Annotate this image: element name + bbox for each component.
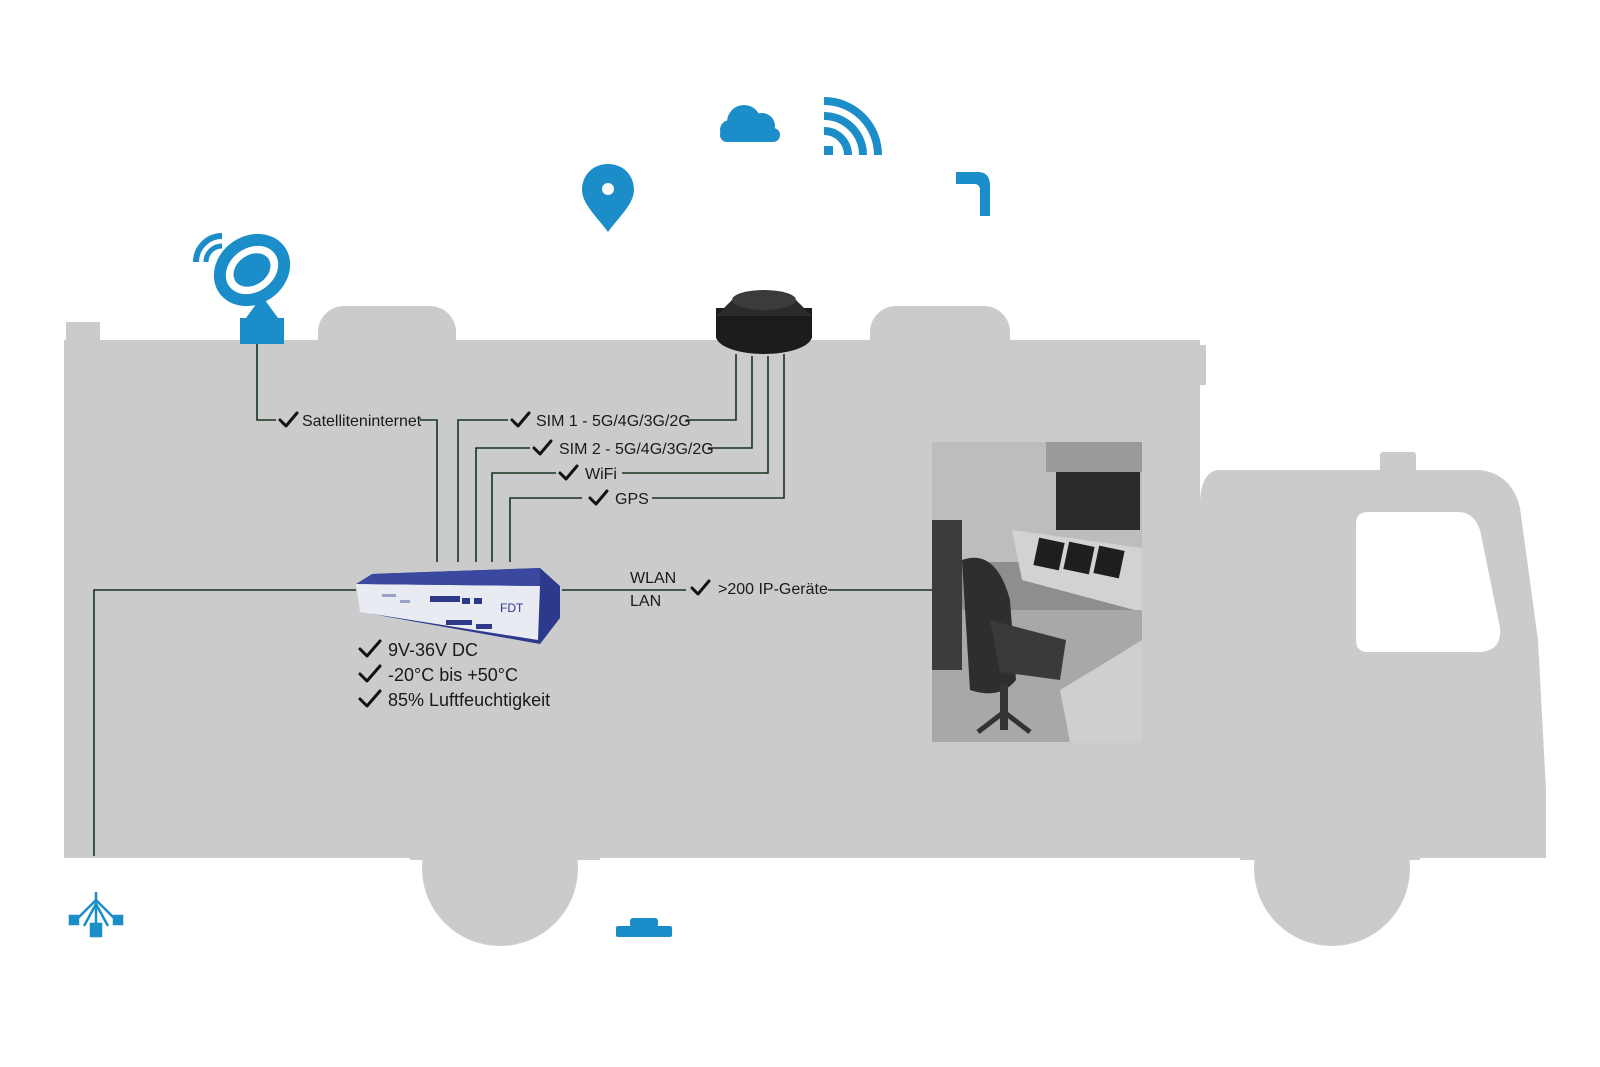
spec-humidity: 85% Luftfeuchtigkeit bbox=[388, 690, 550, 710]
label-wifi: WiFi bbox=[585, 466, 617, 483]
spec-temperature: -20°C bis +50°C bbox=[388, 665, 518, 685]
check-icon bbox=[358, 639, 382, 658]
check-icon bbox=[532, 439, 553, 456]
router-device: FDT bbox=[356, 568, 560, 644]
label-sim2: SIM 2 - 5G/4G/3G/2G bbox=[559, 441, 714, 458]
bracket-icon bbox=[956, 172, 990, 216]
satellite-dish-icon bbox=[193, 233, 291, 344]
check-icon bbox=[588, 489, 609, 506]
router-brand-label: FDT bbox=[500, 601, 524, 615]
cloud-icon bbox=[720, 105, 780, 142]
check-icon bbox=[358, 664, 382, 683]
vehicle-interior-photo bbox=[932, 442, 1142, 742]
label-sim1: SIM 1 - 5G/4G/3G/2G bbox=[536, 413, 691, 430]
label-gps: GPS bbox=[615, 491, 649, 508]
spec-voltage: 9V-36V DC bbox=[388, 640, 478, 660]
check-icon bbox=[278, 411, 299, 428]
label-satellite: Satelliteninternet bbox=[302, 413, 422, 430]
fiber-cable-icon bbox=[68, 892, 124, 938]
roof-antenna-icon bbox=[716, 290, 812, 354]
label-lan: LAN bbox=[630, 593, 661, 610]
base-station-icon bbox=[616, 918, 672, 937]
check-icon bbox=[690, 579, 711, 596]
connection-wires bbox=[93, 344, 1130, 856]
connection-labels: Satelliteninternet SIM 1 - 5G/4G/3G/2G S… bbox=[278, 411, 828, 610]
signal-waves-icon bbox=[823, 97, 882, 156]
check-icon bbox=[558, 464, 579, 481]
label-ip-devices: >200 IP-Geräte bbox=[718, 581, 828, 598]
label-wlan: WLAN bbox=[630, 570, 676, 587]
truck-silhouette bbox=[64, 306, 1546, 946]
cab-window bbox=[1356, 512, 1501, 652]
check-icon bbox=[358, 689, 382, 708]
location-pin-icon bbox=[582, 164, 634, 232]
router-specs: 9V-36V DC -20°C bis +50°C 85% Luftfeucht… bbox=[358, 639, 550, 710]
check-icon bbox=[510, 411, 531, 428]
